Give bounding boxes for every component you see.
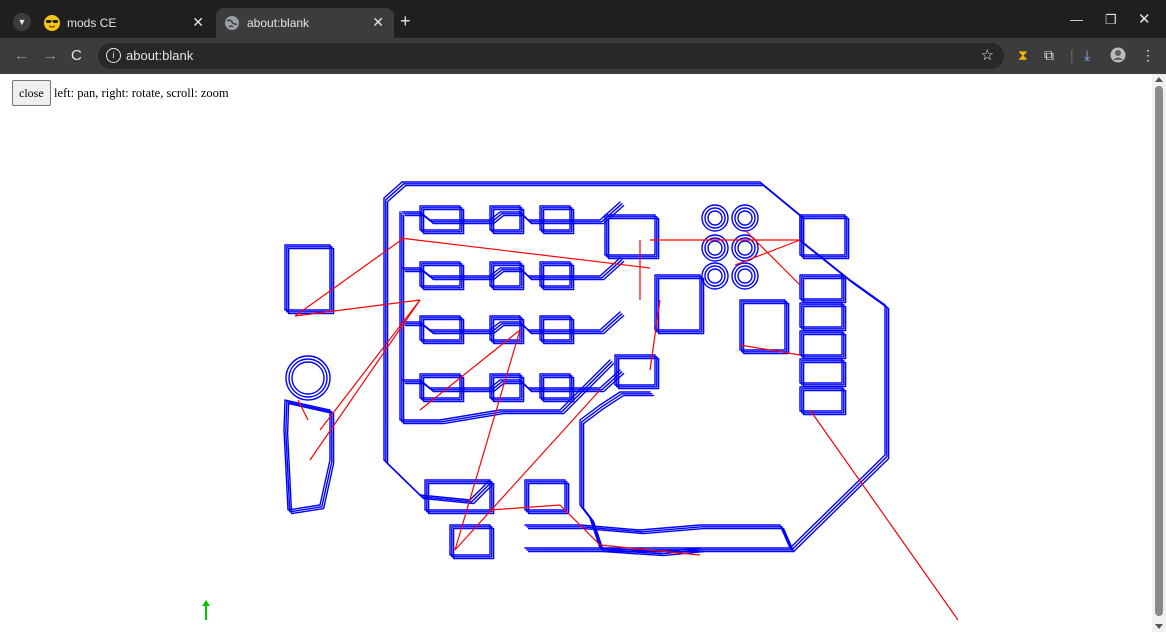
close-tab-icon[interactable]: ✕ bbox=[192, 14, 204, 30]
bottom-pad-trace bbox=[449, 524, 495, 560]
reload-icon[interactable]: C bbox=[71, 47, 82, 64]
pad-trace bbox=[489, 205, 525, 235]
rapid-move-line bbox=[489, 504, 561, 511]
pad-trace bbox=[419, 261, 465, 291]
rapid-move-line bbox=[599, 544, 701, 556]
round-pad-trace bbox=[701, 204, 729, 232]
controls-hint: left: pan, right: rotate, scroll: zoom bbox=[54, 86, 229, 100]
restore-icon[interactable]: ❐ bbox=[1105, 12, 1117, 27]
pad-row-trace-2 bbox=[401, 257, 625, 281]
rapid-move-line bbox=[297, 399, 309, 421]
tab-mods-ce[interactable]: mods CE ✕ bbox=[36, 8, 214, 38]
page-content: close left: pan, right: rotate, scroll: … bbox=[0, 74, 1166, 632]
tab-title: mods CE bbox=[67, 16, 117, 30]
pad-trace bbox=[489, 261, 525, 291]
pad-trace bbox=[539, 261, 575, 291]
site-info-icon[interactable]: i bbox=[106, 48, 121, 63]
header-pin-trace bbox=[799, 330, 847, 360]
forward-icon[interactable]: → bbox=[43, 47, 58, 64]
pad-trace bbox=[539, 205, 575, 235]
tab-strip: ▼ mods CE ✕ about:blank ✕ + — ❐ ✕ bbox=[0, 0, 1166, 38]
axis-indicator bbox=[202, 600, 210, 620]
more-menu-icon[interactable]: ⋮ bbox=[1141, 47, 1155, 63]
round-pad-trace bbox=[701, 234, 729, 262]
rapid-move-line bbox=[649, 299, 661, 371]
address-text[interactable]: about:blank bbox=[126, 48, 194, 63]
connector-ring-trace bbox=[285, 355, 331, 401]
pad-trace bbox=[489, 373, 525, 403]
rapid-move-line bbox=[559, 504, 601, 546]
profile-avatar-icon[interactable] bbox=[1110, 47, 1126, 66]
round-pad-trace bbox=[731, 204, 759, 232]
scroll-thumb[interactable] bbox=[1155, 86, 1163, 616]
pad-trace bbox=[419, 205, 465, 235]
connector-top-trace bbox=[284, 244, 335, 315]
toolpath-viewer[interactable] bbox=[0, 74, 1150, 632]
rapid-move-line bbox=[399, 237, 651, 269]
pad-row-bus-trace bbox=[399, 211, 615, 425]
scroll-up-icon[interactable] bbox=[1155, 77, 1163, 82]
tab-about-blank[interactable]: about:blank ✕ bbox=[216, 8, 394, 38]
rapid-move-line bbox=[294, 299, 421, 317]
extensions-puzzle-icon[interactable]: ⧉ bbox=[1044, 47, 1054, 63]
ic-pad-trace bbox=[739, 299, 790, 355]
rapid-move-line bbox=[419, 329, 521, 411]
close-window-icon[interactable]: ✕ bbox=[1138, 11, 1151, 28]
minimize-icon[interactable]: — bbox=[1070, 12, 1083, 27]
rapid-move-line bbox=[454, 329, 521, 551]
hourglass-extension-icon[interactable]: ⧗ bbox=[1018, 47, 1028, 63]
pad-row-trace-1 bbox=[401, 201, 625, 225]
ic-pad-trace bbox=[614, 354, 660, 390]
rapid-move-line bbox=[294, 237, 405, 317]
browser-toolbar: ← → C i about:blank ☆ ⧗ ⧉ | ⤓ ⋮ bbox=[0, 38, 1166, 74]
round-pad-trace bbox=[731, 262, 759, 290]
pad-trace bbox=[419, 315, 465, 345]
bookmark-star-icon[interactable]: ☆ bbox=[980, 47, 994, 64]
pad-trace bbox=[539, 315, 575, 345]
globe-icon bbox=[224, 15, 240, 31]
round-pad-trace bbox=[701, 262, 729, 290]
header-pin-trace bbox=[799, 386, 847, 416]
bottom-rail-trace bbox=[524, 524, 795, 553]
pad-trace bbox=[539, 373, 575, 403]
new-tab-button[interactable]: + bbox=[400, 11, 411, 31]
address-bar[interactable]: i about:blank ☆ bbox=[98, 43, 1004, 69]
board-left-trace bbox=[383, 181, 495, 505]
sunglasses-emoji-icon bbox=[44, 15, 60, 31]
ic-pad-trace bbox=[604, 214, 660, 260]
header-pad-trace bbox=[799, 214, 850, 260]
scroll-down-icon[interactable] bbox=[1155, 624, 1163, 629]
toolpath-traces bbox=[283, 181, 890, 560]
header-pin-trace bbox=[799, 274, 847, 304]
pad-row-trace-3 bbox=[401, 311, 625, 335]
connector-bottom-trace bbox=[283, 399, 335, 515]
rapid-move-line bbox=[319, 299, 421, 431]
chevron-down-icon: ▼ bbox=[17, 17, 27, 27]
tab-search-button[interactable]: ▼ bbox=[13, 13, 31, 31]
ic-pad-trace bbox=[654, 274, 705, 335]
rapid-moves bbox=[294, 229, 959, 621]
pad-trace bbox=[489, 315, 525, 345]
pad-row-trace-4 bbox=[401, 369, 625, 393]
pad-trace bbox=[419, 373, 465, 403]
close-tab-icon[interactable]: ✕ bbox=[372, 14, 384, 30]
tab-title: about:blank bbox=[247, 16, 310, 30]
rapid-move-line bbox=[744, 229, 801, 286]
back-icon[interactable]: ← bbox=[14, 47, 29, 64]
rapid-move-line bbox=[739, 344, 801, 356]
header-pin-trace bbox=[799, 302, 847, 332]
board-outline-trace bbox=[401, 181, 890, 553]
close-button[interactable]: close bbox=[12, 80, 51, 106]
rapid-move-line bbox=[454, 389, 601, 551]
rapid-move-line bbox=[809, 409, 959, 621]
toolbar-divider: | bbox=[1070, 47, 1074, 63]
header-pin-trace bbox=[799, 358, 847, 388]
vertical-scrollbar[interactable] bbox=[1152, 74, 1166, 632]
bottom-pad-trace bbox=[524, 479, 570, 515]
rapid-move-line bbox=[309, 299, 421, 461]
download-icon[interactable]: ⤓ bbox=[1084, 47, 1091, 63]
